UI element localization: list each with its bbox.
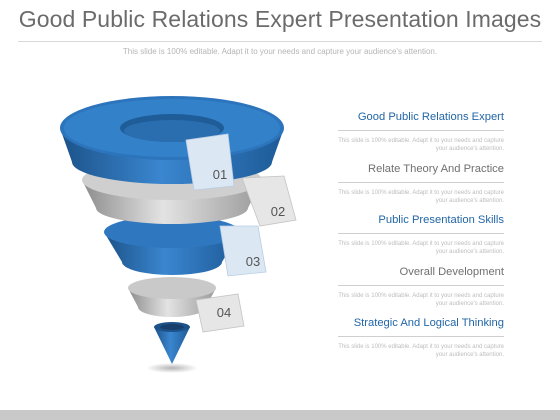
item-heading: Overall Development bbox=[399, 266, 504, 278]
item-description: This slide is 100% editable. Adapt it to… bbox=[338, 344, 504, 358]
step-number-01: 01 bbox=[213, 167, 227, 182]
item-strategic-and-logical-thinking: Strategic And Logical Thinking This slid… bbox=[338, 316, 504, 359]
item-divider bbox=[338, 130, 504, 131]
funnel-tier-3 bbox=[104, 216, 240, 275]
footer-bar bbox=[0, 410, 560, 420]
step-number-02: 02 bbox=[271, 204, 285, 219]
funnel-tier-4 bbox=[128, 277, 216, 317]
step-number-04: 04 bbox=[217, 305, 231, 320]
item-description: This slide is 100% editable. Adapt it to… bbox=[338, 190, 504, 204]
funnel-tier-1 bbox=[60, 96, 284, 184]
step-tab-04: 04 bbox=[195, 293, 245, 333]
item-divider bbox=[338, 336, 504, 337]
item-divider bbox=[338, 182, 504, 183]
slide-title: Good Public Relations Expert Presentatio… bbox=[18, 6, 542, 32]
item-heading: Relate Theory And Practice bbox=[368, 163, 504, 175]
item-description: This slide is 100% editable. Adapt it to… bbox=[338, 138, 504, 152]
item-heading: Public Presentation Skills bbox=[378, 214, 504, 226]
item-heading: Good Public Relations Expert bbox=[357, 111, 504, 123]
item-good-public-relations-expert: Good Public Relations Expert This slide … bbox=[338, 110, 504, 153]
slide-subtitle: This slide is 100% editable. Adapt it to… bbox=[122, 47, 438, 56]
item-heading: Strategic And Logical Thinking bbox=[353, 317, 504, 329]
item-public-presentation-skills: Public Presentation Skills This slide is… bbox=[338, 213, 504, 256]
step-number-03: 03 bbox=[246, 254, 260, 269]
item-divider bbox=[338, 233, 504, 234]
item-description: This slide is 100% editable. Adapt it to… bbox=[338, 293, 504, 307]
title-divider bbox=[18, 41, 542, 42]
item-divider bbox=[338, 285, 504, 286]
step-tab-02: 02 bbox=[241, 175, 297, 227]
funnel-shadow bbox=[146, 363, 198, 373]
step-tab-03: 03 bbox=[219, 225, 267, 277]
funnel-tip bbox=[154, 322, 190, 364]
item-relate-theory-and-practice: Relate Theory And Practice This slide is… bbox=[338, 162, 504, 205]
item-overall-development: Overall Development This slide is 100% e… bbox=[338, 265, 504, 308]
step-tab-01: 01 bbox=[185, 133, 235, 191]
item-description: This slide is 100% editable. Adapt it to… bbox=[338, 241, 504, 255]
